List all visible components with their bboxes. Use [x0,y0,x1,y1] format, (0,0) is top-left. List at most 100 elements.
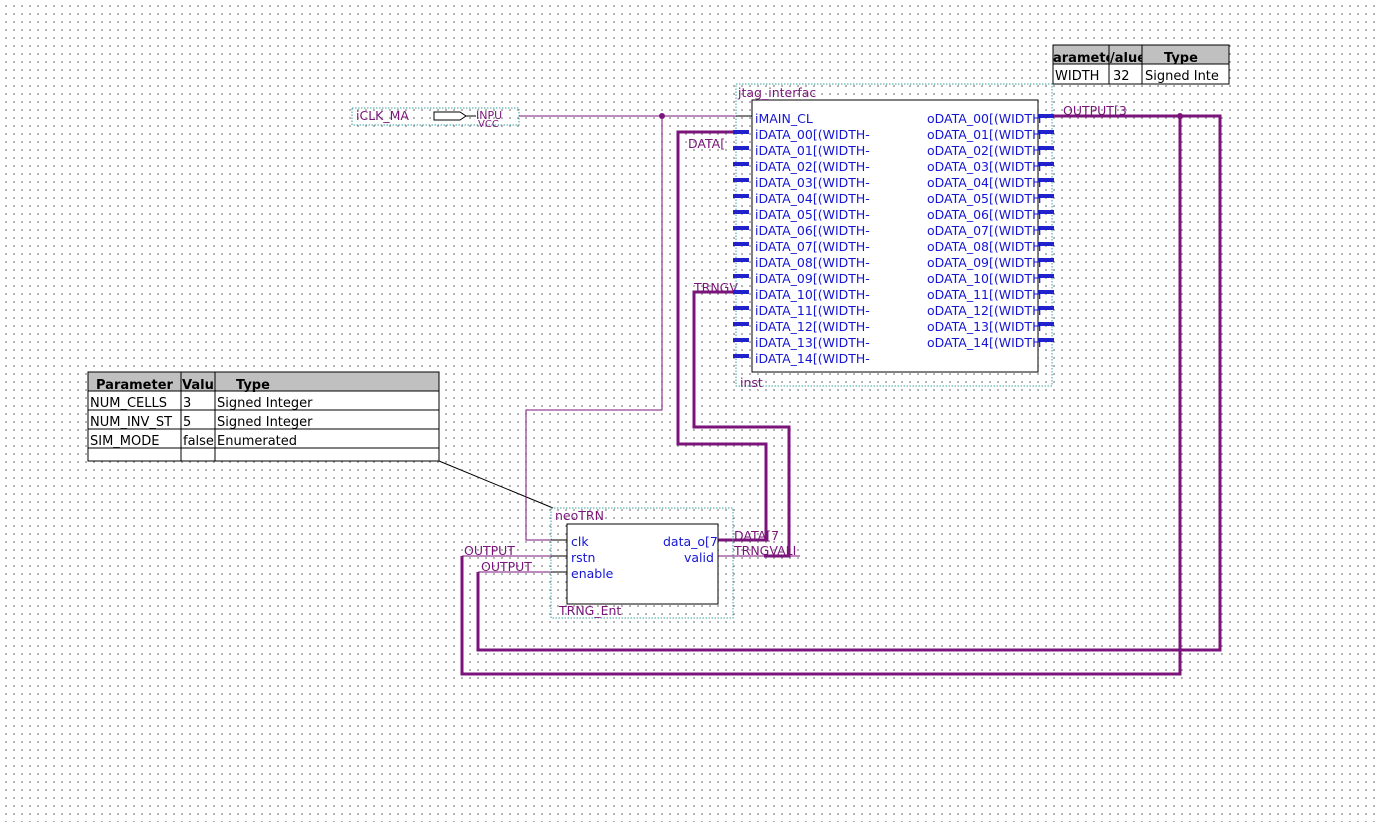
bus-pin-stub-icon [1038,274,1054,278]
jtag-output-pin: oDATA_11[(WIDTH [927,287,1054,302]
input-pin-name: iCLK_MA [356,108,409,123]
bus-pin-stub-icon [1038,242,1054,246]
jtag-input-pin: iDATA_14[(WIDTH- [733,351,870,366]
jtag-output-pin: oDATA_06[(WIDTH [927,207,1054,222]
bus-valid-to-jtag [692,290,791,558]
bus-pin-stub-icon [1038,226,1054,230]
trng-param-num-inv-name: NUM_INV_ST [90,415,172,430]
jtag-output-pin: oDATA_04[(WIDTH [927,175,1054,190]
jtag-param-width-type: Signed Inte [1145,69,1219,84]
bus-pin-stub-icon [733,322,749,326]
jtag-output-pin: oDATA_07[(WIDTH [927,223,1054,238]
input-pin-iclk[interactable]: iCLK_MA INPU VCC [351,107,520,130]
jtag-block-body [751,99,1039,373]
jtag-pin-main-clock: iMAIN_CL [755,111,813,126]
jtag-input-pin-label: iDATA_13[(WIDTH- [755,335,870,350]
bus-pin-stub-icon [733,226,749,230]
trng-pin-data: data_o[7 [663,534,718,549]
trng-block-boundary [550,507,734,619]
bus-pin-stub-icon [1038,162,1054,166]
bus-pin-stub-icon [733,130,749,134]
jtag-input-pin: iDATA_06[(WIDTH- [733,223,870,238]
bus-pin-stub-icon [1038,338,1054,342]
jtag-input-pin: iDATA_02[(WIDTH- [733,159,870,174]
net-label-data-in: DATA[ [688,136,725,151]
jtag-interface-block[interactable]: jtag_interfac inst iMAIN_CL iDATA_00[(WI… [733,83,1054,390]
jtag-output-pin-label: oDATA_07[(WIDTH [927,223,1041,238]
jtag-param-header-type: Type [1164,51,1198,66]
jtag-input-pin-label: iDATA_08[(WIDTH- [755,255,870,270]
input-pin-type-top: INPU [476,109,502,122]
jtag-output-pin: oDATA_01[(WIDTH [927,127,1054,142]
bus-pin-stub-icon [733,338,749,342]
jtag-output-pin: oDATA_08[(WIDTH [927,239,1054,254]
trng-param-num-cells-name: NUM_CELLS [90,396,167,411]
trng-parameter-table: Parameter Value Type NUM_CELLS 3 Signed … [87,371,440,462]
jtag-output-pin: oDATA_03[(WIDTH [927,159,1054,174]
trng-param-num-cells-type: Signed Integer [217,396,313,411]
trng-pin-valid: valid [684,550,714,565]
bus-pin-stub-icon [1038,178,1054,182]
jtag-input-pin: iDATA_01[(WIDTH- [733,143,870,158]
jtag-input-pin: iDATA_13[(WIDTH- [733,335,870,350]
bus-pin-stub-icon [733,162,749,166]
jtag-output-pin-label: oDATA_02[(WIDTH [927,143,1041,158]
trng-pin-rstn: rstn [571,550,595,565]
net-label-output-top: OUTPUT[3 [1063,103,1127,118]
param-table-leader-line [438,460,554,509]
jtag-parameter-table: aramete /alue Type WIDTH 32 Signed Inte [1052,44,1230,85]
bus-output-to-rstn [460,116,1182,676]
jtag-input-pin: iDATA_11[(WIDTH- [733,303,870,318]
bus-pin-stub-icon [733,194,749,198]
clock-junction-dot [659,113,665,119]
bus-pin-stub-icon [733,178,749,182]
bus-pin-stub-icon [1038,290,1054,294]
jtag-input-pin: iDATA_10[(WIDTH- [733,287,870,302]
trng-param-num-inv-type: Signed Integer [217,415,313,430]
input-pin-type-bottom: VCC [478,119,499,130]
jtag-output-pin-label: oDATA_08[(WIDTH [927,239,1041,254]
bus-pin-stub-icon [733,146,749,150]
bus-pin-stub-icon [1038,194,1054,198]
jtag-output-pin: oDATA_14[(WIDTH [927,335,1054,350]
trng-param-sim-mode-type: Enumerated [217,434,297,449]
trng-param-header-parameter: Parameter [96,378,174,393]
bus-pin-stub-icon [733,354,749,358]
jtag-output-pin-label: oDATA_12[(WIDTH [927,303,1041,318]
jtag-output-pin-label: oDATA_06[(WIDTH [927,207,1041,222]
jtag-output-pin-label: oDATA_01[(WIDTH [927,127,1041,142]
jtag-block-title: jtag_interfac [737,85,816,100]
jtag-output-pin: oDATA_13[(WIDTH [927,319,1054,334]
trng-block-title: neoTRN [555,508,604,523]
wire-clock-to-trng [525,116,663,541]
jtag-input-pin: iDATA_07[(WIDTH- [733,239,870,254]
bus-pin-stub-icon [733,290,749,294]
bus-pin-stub-icon [733,242,749,246]
net-label-trngvalid: TRNGVALI [733,543,796,558]
jtag-output-pin: oDATA_02[(WIDTH [927,143,1054,158]
jtag-output-pin-label: oDATA_09[(WIDTH [927,255,1041,270]
trng-pin-enable: enable [571,566,614,581]
jtag-input-pin: iDATA_00[(WIDTH- [733,127,870,142]
jtag-output-pin-label: oDATA_04[(WIDTH [927,175,1041,190]
bus-data-to-jtag [676,130,768,542]
bus-output-to-enable [476,114,1222,652]
net-label-data-out: DATA[7 [734,528,779,543]
jtag-output-pin-label: oDATA_03[(WIDTH [927,159,1041,174]
jtag-param-width-name: WIDTH [1055,69,1099,84]
wires [460,113,1222,676]
jtag-input-pin: iDATA_05[(WIDTH- [733,207,870,222]
trng-block-body [566,523,719,605]
bus-pin-stub-icon [1038,322,1054,326]
jtag-input-pin: iDATA_08[(WIDTH- [733,255,870,270]
jtag-output-pin-label: oDATA_11[(WIDTH [927,287,1041,302]
trng-block[interactable]: neoTRN TRNG_Ent clk rstn enable data_o[7… [550,507,734,619]
trng-param-num-inv-value: 5 [183,415,191,430]
jtag-input-pin-label: iDATA_10[(WIDTH- [755,287,870,302]
jtag-output-pin-label: oDATA_13[(WIDTH [927,319,1041,334]
trng-param-sim-mode-value: false [183,434,214,449]
jtag-input-pin-label: iDATA_11[(WIDTH- [755,303,870,318]
bus-pin-stub-icon [1038,114,1054,118]
jtag-input-pin: iDATA_12[(WIDTH- [733,319,870,334]
